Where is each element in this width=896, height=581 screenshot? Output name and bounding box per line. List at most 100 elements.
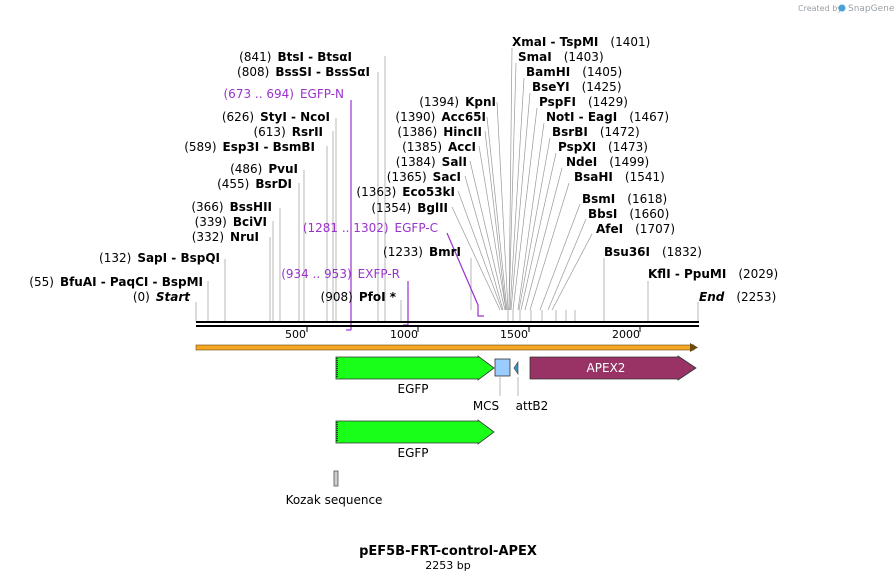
enzyme-name: PspFI bbox=[539, 95, 576, 109]
feature-attb2-mark bbox=[513, 361, 519, 375]
enzyme-site-position: (1394) bbox=[419, 95, 459, 109]
svg-text:NdeI(1499): NdeI(1499) bbox=[566, 155, 649, 169]
svg-text:(1363)Eco53kI: (1363)Eco53kI bbox=[356, 185, 455, 199]
svg-text:(0)Start: (0)Start bbox=[133, 290, 191, 304]
credit-brand: SnapGene bbox=[848, 4, 895, 14]
feature-kozak-label: Kozak sequence bbox=[286, 493, 383, 507]
enzyme-name: BamHI bbox=[526, 65, 570, 79]
svg-text:(1385)AccI: (1385)AccI bbox=[402, 140, 476, 154]
enzyme-name: HincII bbox=[443, 125, 482, 139]
enzyme-name: AccI bbox=[448, 140, 476, 154]
enzyme-site-position: (1365) bbox=[387, 170, 427, 184]
middle-connectors bbox=[451, 101, 509, 311]
orf-track bbox=[195, 343, 698, 352]
ruler-label-1500: 1500 bbox=[500, 328, 528, 341]
enzyme-site-position: (1354) bbox=[371, 201, 411, 215]
enzyme-site-position: (1618) bbox=[627, 192, 667, 206]
feature-egfp-arrow bbox=[335, 355, 495, 381]
enzyme-site-position: (55) bbox=[29, 275, 54, 289]
svg-text:End(2253): End (2253) bbox=[699, 290, 776, 304]
enzyme-site-position: (1707) bbox=[635, 222, 675, 236]
feature-kozak-mark bbox=[333, 470, 339, 487]
svg-text:(366)BssHII: (366) BssHII bbox=[191, 200, 272, 214]
enzyme-site-position: (1401) bbox=[610, 35, 650, 49]
svg-text:PspXI(1473): PspXI (1473) bbox=[558, 140, 648, 154]
primer-name: EXFP-R bbox=[358, 267, 400, 281]
feature-apex2-label: APEX2 bbox=[587, 361, 626, 375]
ruler-label-500: 500 bbox=[285, 328, 306, 341]
svg-text:(1386)HincII: (1386) HincII bbox=[397, 125, 482, 139]
enzyme-site-position: (613) bbox=[253, 125, 285, 139]
svg-text:(1384)SalI: (1384)SalI bbox=[396, 155, 467, 169]
enzyme-site-position: (339) bbox=[195, 215, 227, 229]
enzyme-name: NotI - EagI bbox=[546, 110, 617, 124]
svg-text:Bsu36I(1832): Bsu36I(1832) bbox=[604, 245, 702, 259]
svg-text:BsaHI(1541): BsaHI(1541) bbox=[574, 170, 665, 184]
svg-text:SmaI(1403): SmaI (1403) bbox=[518, 50, 604, 64]
right-enzyme-labels: XmaI - TspMI(1401) SmaI (1403) BamHI (1405… bbox=[512, 35, 778, 304]
enzyme-name: NruI bbox=[230, 230, 259, 244]
primer-egfp-c-label: (1281 .. 1302) EGFP-C bbox=[303, 221, 438, 235]
enzyme-name: BsmI bbox=[582, 192, 615, 206]
enzyme-name: BsrBI bbox=[552, 125, 588, 139]
end-label: End bbox=[699, 290, 725, 304]
ruler-ticks bbox=[306, 326, 641, 332]
primer-exfp-r-mark bbox=[403, 281, 409, 326]
enzyme-site-position: (1467) bbox=[629, 110, 669, 124]
svg-text:(1233)BmrI: (1233)BmrI bbox=[383, 245, 461, 259]
enzyme-site-position: (1403) bbox=[564, 50, 604, 64]
enzyme-site-position: (1386) bbox=[397, 125, 437, 139]
feature-apex2-arrow bbox=[529, 355, 697, 381]
enzyme-site-position: (1363) bbox=[356, 185, 396, 199]
svg-text:(132)SapI - BspQI: (132)SapI - BspQI bbox=[99, 251, 220, 265]
enzyme-name: BssHII bbox=[230, 200, 272, 214]
enzyme-name: BsrDI bbox=[255, 177, 292, 191]
end-position: (2253) bbox=[736, 290, 776, 304]
primer-range: (673 .. 694) bbox=[224, 87, 294, 101]
enzyme-name: BtsI - BtsαI bbox=[277, 50, 352, 64]
enzyme-name: Esp3I - BsmBI bbox=[223, 140, 315, 154]
svg-text:BsmI(1618): BsmI (1618) bbox=[582, 192, 667, 206]
primer-egfp-c-mark bbox=[446, 232, 484, 317]
svg-text:(808)BssSI - BssSαI: (808)BssSI - BssSαI bbox=[237, 65, 370, 79]
feature-attb2-label: attB2 bbox=[516, 399, 549, 413]
svg-text:BseYI(1425): BseYI(1425) bbox=[532, 80, 622, 94]
svg-text:(1394)KpnI: (1394)KpnI bbox=[419, 95, 496, 109]
svg-text:BsrBI(1472): BsrBI(1472) bbox=[552, 125, 640, 139]
svg-text:AfeI(1707): AfeI (1707) bbox=[596, 222, 675, 236]
svg-text:(55)BfuAI - PaqCI - BspMI: (55) BfuAI - PaqCI - BspMI bbox=[29, 275, 203, 289]
feature-egfp-orf-arrow bbox=[335, 419, 495, 445]
left-enzyme-labels: (841)BtsI - BtsαI (808)BssSI - BssSαI (6… bbox=[29, 50, 370, 304]
primer-range: (1281 .. 1302) bbox=[303, 221, 389, 235]
enzyme-name: PfoI * bbox=[359, 290, 397, 304]
enzyme-name: BfuAI - PaqCI - BspMI bbox=[60, 275, 203, 289]
enzyme-site-position: (1405) bbox=[582, 65, 622, 79]
left-connectors bbox=[207, 56, 472, 322]
enzyme-site-position: (589) bbox=[184, 140, 216, 154]
enzyme-site-position: (1473) bbox=[608, 140, 648, 154]
primer-name: EGFP-C bbox=[395, 221, 438, 235]
enzyme-name: SmaI bbox=[518, 50, 552, 64]
enzyme-name: PspXI bbox=[558, 140, 596, 154]
enzyme-site-position: (1429) bbox=[588, 95, 628, 109]
enzyme-site-position: (366) bbox=[191, 200, 223, 214]
start-position: (0) bbox=[133, 290, 150, 304]
enzyme-name: BseYI bbox=[532, 80, 570, 94]
map-subtitle: 2253 bp bbox=[425, 559, 470, 572]
right-connectors bbox=[507, 47, 649, 322]
enzyme-name: KflI - PpuMI bbox=[648, 267, 726, 281]
enzyme-site-position: (1390) bbox=[395, 110, 435, 124]
enzyme-site-position: (1233) bbox=[383, 245, 423, 259]
enzyme-name: AfeI bbox=[596, 222, 623, 236]
map-title: pEF5B-FRT-control-APEX bbox=[359, 544, 537, 559]
svg-text:(1390)Acc65I: (1390)Acc65I bbox=[395, 110, 486, 124]
svg-text:XmaI - TspMI(1401): XmaI - TspMI(1401) bbox=[512, 35, 650, 49]
credit-prefix: Created by bbox=[798, 4, 842, 13]
enzyme-site-position: (1832) bbox=[662, 245, 702, 259]
middle-enzyme-labels: (1394)KpnI (1390)Acc65I (1386) HincII (13… bbox=[321, 95, 496, 304]
primer-exfp-r-label: (934 .. 953)EXFP-R bbox=[281, 267, 400, 281]
enzyme-site-position: (332) bbox=[192, 230, 224, 244]
feature-egfp-label: EGFP bbox=[397, 382, 428, 396]
enzyme-name: BsaHI bbox=[574, 170, 613, 184]
svg-text:(841)BtsI - BtsαI: (841)BtsI - BtsαI bbox=[239, 50, 352, 64]
